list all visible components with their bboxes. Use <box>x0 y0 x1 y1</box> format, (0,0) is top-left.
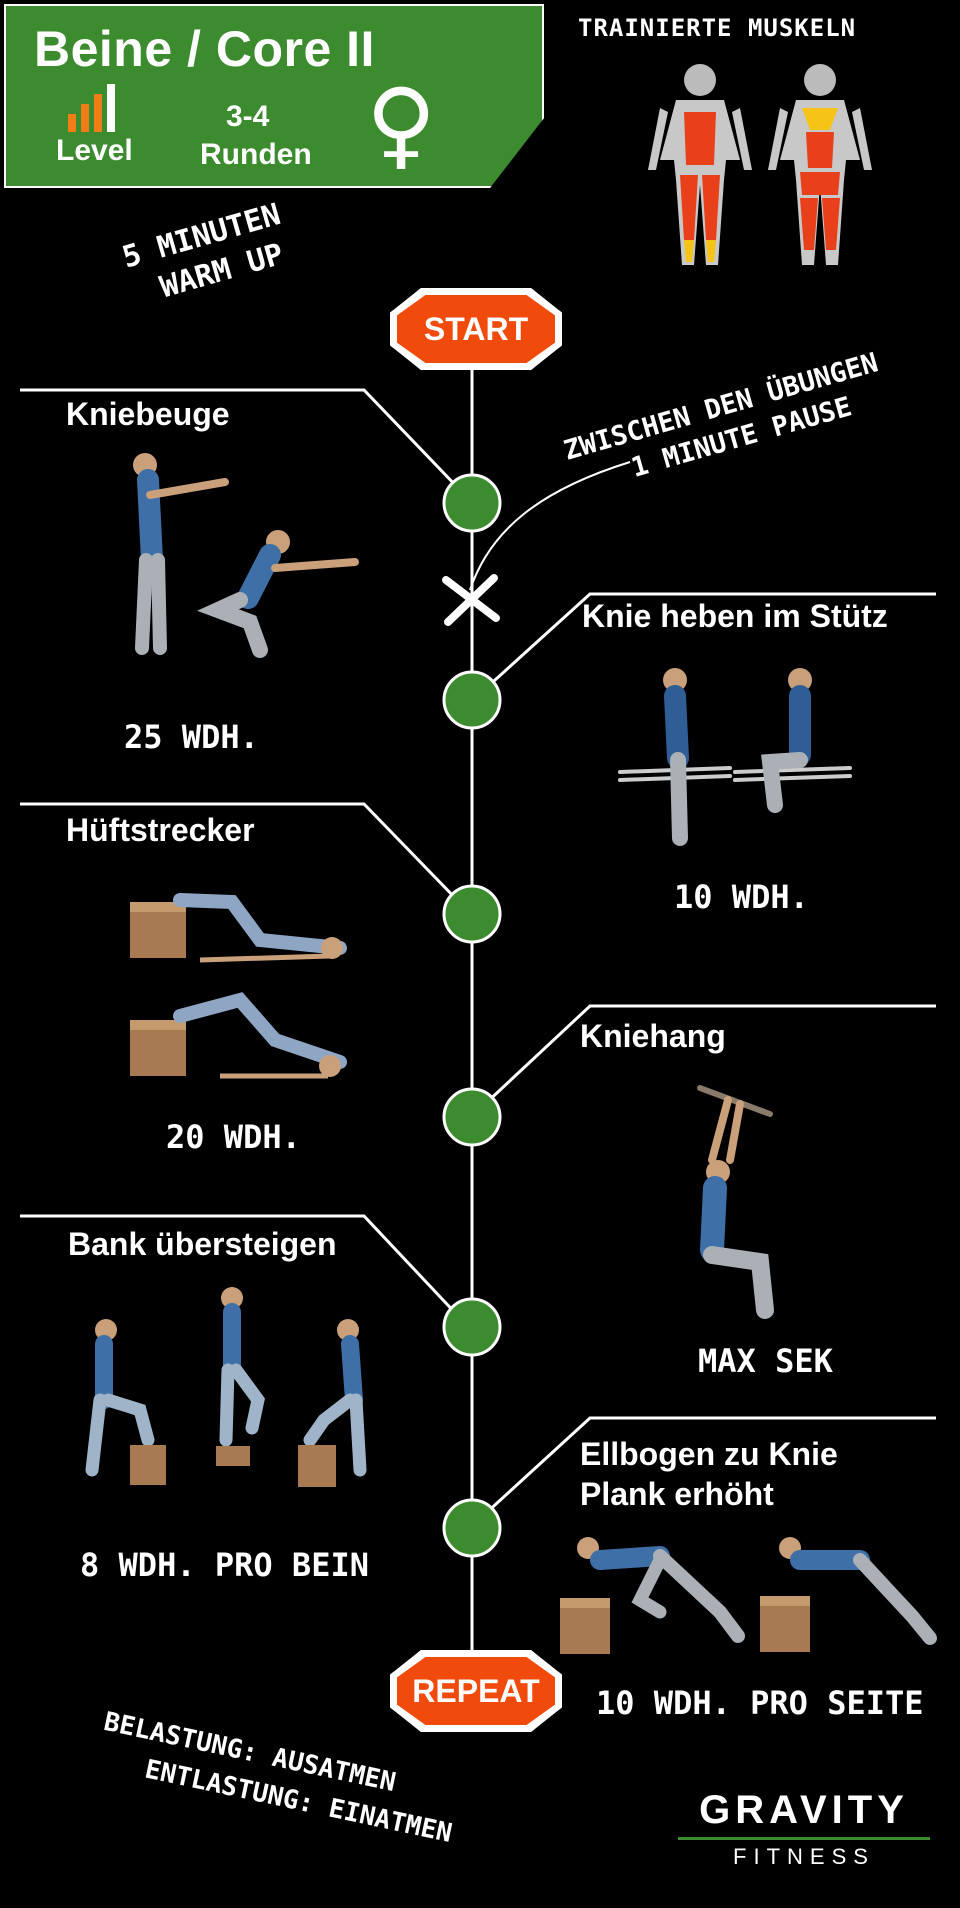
exercise-reps-hueftstrecker: 20 WDH. <box>166 1118 301 1156</box>
timeline-node-4 <box>442 1087 502 1147</box>
exercise-reps-bank: 8 WDH. PRO BEIN <box>80 1546 369 1584</box>
exercise-reps-knie-heben: 10 WDH. <box>674 878 809 916</box>
exercise-title-ellbogen-line2: Plank erhöht <box>580 1476 774 1512</box>
exercise-title-bank: Bank übersteigen <box>68 1226 337 1262</box>
rounds-value: 3-4 <box>226 100 270 133</box>
pause-note: ZWISCHEN DEN ÜBUNGEN 1 MINUTE PAUSE <box>560 345 892 502</box>
logo-sub: FITNESS <box>733 1844 875 1869</box>
header-banner: Beine / Core II Level 3-4 Runden ♀ <box>4 4 544 188</box>
exercise-title-kniehang: Kniehang <box>580 1018 726 1054</box>
level-bars-icon <box>68 84 128 132</box>
gravity-fitness-logo: GRAVITY FITNESS <box>678 1788 930 1870</box>
warmup-note: 5 MINUTEN WARM UP <box>118 195 296 315</box>
timeline-node-5 <box>442 1297 502 1357</box>
rounds-label: Runden <box>200 138 312 171</box>
logo-divider <box>678 1837 930 1840</box>
muscle-figure-back <box>768 64 872 265</box>
repeat-label: REPEAT <box>412 1672 540 1709</box>
repeat-sign: REPEAT <box>390 1650 562 1732</box>
muscle-figure-front <box>648 64 752 265</box>
exercise-title-ellbogen: Ellbogen zu Knie Plank erhöht <box>580 1434 838 1514</box>
exercise-title-hueftstrecker: Hüftstrecker <box>66 812 255 848</box>
pause-marker-icon <box>442 574 500 626</box>
exercise-reps-ellbogen: 10 WDH. PRO SEITE <box>596 1684 924 1722</box>
exercise-reps-kniebeuge: 25 WDH. <box>124 718 259 756</box>
timeline-node-2 <box>442 670 502 730</box>
exercise-title-ellbogen-line1: Ellbogen zu Knie <box>580 1436 838 1472</box>
start-sign: START <box>390 288 562 370</box>
exercise-title-knie-heben: Knie heben im Stütz <box>582 598 888 634</box>
level-label: Level <box>56 134 133 167</box>
exercise-reps-kniehang: MAX SEK <box>698 1342 833 1380</box>
workout-title: Beine / Core II <box>34 21 375 77</box>
start-label: START <box>423 310 529 347</box>
exercise-title-kniebeuge: Kniebeuge <box>66 396 230 432</box>
logo-brand: GRAVITY <box>699 1788 909 1832</box>
timeline-node-6 <box>442 1498 502 1558</box>
timeline-node-1 <box>442 473 502 533</box>
female-symbol-icon: ♀ <box>366 68 437 180</box>
timeline-node-3 <box>442 884 502 944</box>
muscles-title: TRAINIERTE MUSKELN <box>578 14 857 42</box>
breathing-note: BELASTUNG: AUSATMEN ENTLASTUNG: EINATMEN <box>92 1704 463 1853</box>
